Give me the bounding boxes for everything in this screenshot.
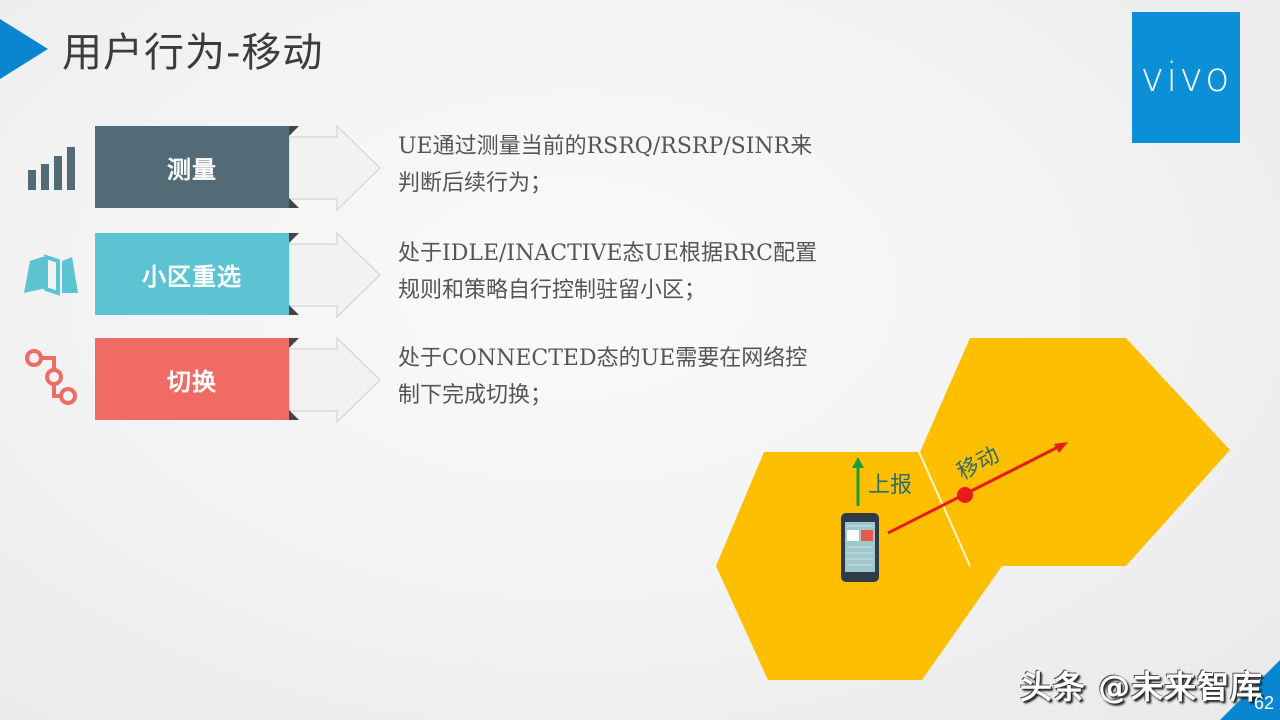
desc-line: UE通过测量当前的RSRQ/RSRP/SINR来 (398, 134, 813, 159)
route-nodes-icon (25, 349, 77, 405)
desc-line: 处于IDLE/INACTIVE态UE根据RRC配置 (398, 241, 817, 266)
signal-bars-icon (28, 147, 75, 190)
fold-corner (289, 233, 299, 243)
page-corner-decoration (1220, 660, 1280, 720)
cell-reselection-label: 小区重选 (95, 233, 289, 315)
fold-corner (289, 338, 299, 348)
arrow-right-icon (289, 125, 381, 211)
map-icon (24, 254, 78, 296)
watermark: 头条 @未来智库 (1020, 668, 1264, 706)
row-measurement: 测量 UE通过测量当前的RSRQ/RSRP/SINR来 判断后续行为； (0, 125, 860, 211)
measurement-description: UE通过测量当前的RSRQ/RSRP/SINR来 判断后续行为； (398, 128, 838, 202)
desc-line: 制下完成切换； (398, 383, 553, 408)
vivo-logo: vivo (1132, 12, 1240, 143)
arrow-right-icon (289, 337, 381, 423)
fold-corner (289, 126, 299, 136)
desc-line: 规则和策略自行控制驻留小区； (398, 278, 707, 303)
handover-label: 切换 (95, 338, 289, 420)
cell-reselection-description: 处于IDLE/INACTIVE态UE根据RRC配置 规则和策略自行控制驻留小区； (398, 235, 838, 309)
measurement-label: 测量 (95, 126, 289, 208)
title-triangle-icon (0, 19, 48, 79)
desc-line: 处于CONNECTED态的UE需要在网络控 (398, 346, 808, 371)
fold-corner (289, 305, 299, 315)
logo-text: vivo (1140, 54, 1232, 101)
page-title: 用户行为-移动 (62, 30, 324, 76)
fold-corner (289, 198, 299, 208)
desc-line: 判断后续行为； (398, 171, 553, 196)
phone-icon (841, 513, 879, 582)
title-bar: 用户行为-移动 (0, 14, 323, 84)
cell-mobility-diagram: 上报 移动 (716, 338, 1230, 680)
arrow-right-icon (289, 232, 381, 318)
handover-point-icon (957, 487, 973, 503)
report-label: 上报 (868, 473, 912, 498)
row-handover: 切换 处于CONNECTED态的UE需要在网络控 制下完成切换； (0, 337, 860, 423)
move-arrow-icon (887, 442, 1068, 535)
row-cell-reselection: 小区重选 处于IDLE/INACTIVE态UE根据RRC配置 规则和策略自行控制… (0, 232, 860, 318)
cell-border (918, 451, 971, 567)
page-number: 62 (1253, 693, 1274, 713)
fold-corner (289, 410, 299, 420)
target-cell-hexagon (920, 338, 1230, 566)
report-arrow-icon (852, 457, 864, 506)
handover-description: 处于CONNECTED态的UE需要在网络控 制下完成切换； (398, 340, 838, 414)
